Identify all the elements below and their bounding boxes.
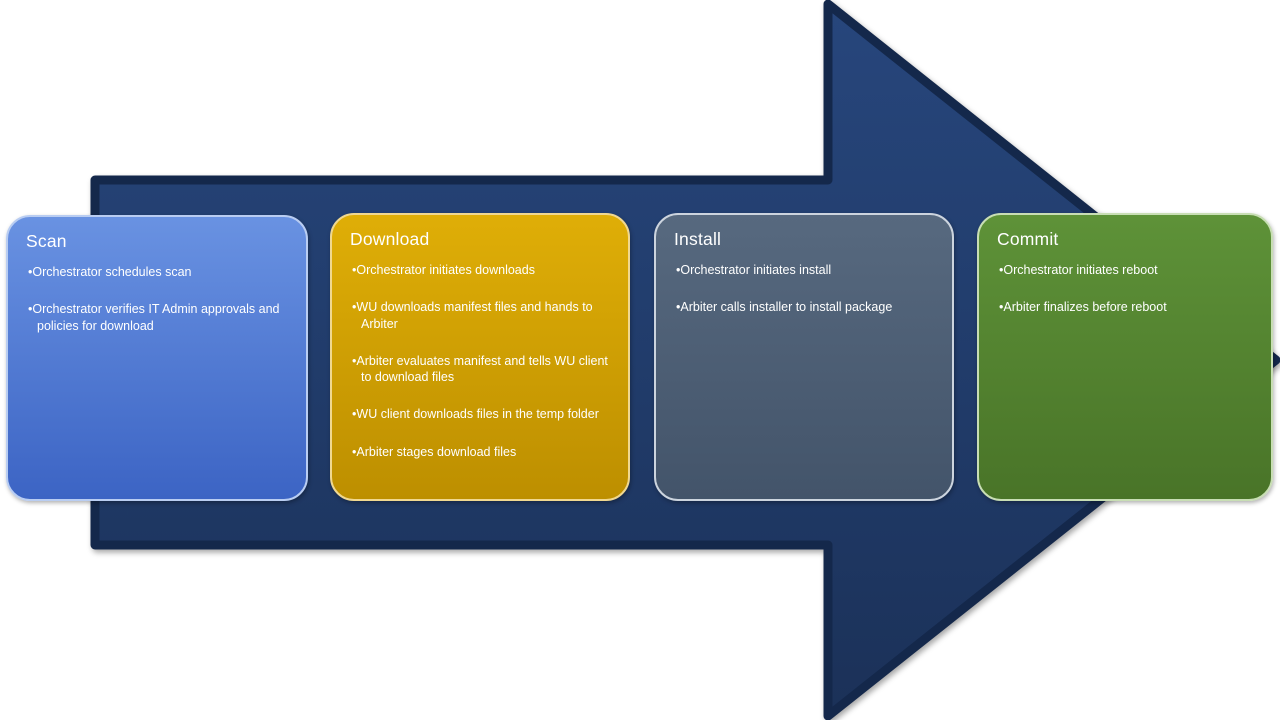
stage-title-install: Install	[674, 229, 722, 249]
bullet-item: WU client downloads files in the temp fo…	[352, 406, 613, 422]
stage-title-commit: Commit	[997, 229, 1059, 249]
bullet-item: Orchestrator initiates downloads	[352, 262, 613, 278]
bullet-item: Arbiter stages download files	[352, 444, 613, 460]
bullet-item: Orchestrator schedules scan	[28, 264, 291, 280]
stage-bullets-install: Orchestrator initiates installArbiter ca…	[672, 262, 937, 316]
stage-title-download: Download	[350, 229, 430, 249]
stage-bullets-download: Orchestrator initiates downloads WU downl…	[348, 262, 613, 460]
stage-scan: Scan Orchestrator schedules scanOrchestr…	[6, 215, 308, 501]
bullet-item: Orchestrator verifies IT Admin approvals…	[28, 301, 291, 334]
bullet-item: Arbiter evaluates manifest and tells WU …	[352, 353, 613, 386]
stage-commit: Commit Orchestrator initiates rebootArbi…	[977, 213, 1273, 501]
bullet-item: Arbiter finalizes before reboot	[999, 299, 1256, 315]
stage-bullets-commit: Orchestrator initiates rebootArbiter fin…	[995, 262, 1256, 316]
bullet-item: Orchestrator initiates install	[676, 262, 937, 278]
bullet-item: Orchestrator initiates reboot	[999, 262, 1256, 278]
stage-download: Download Orchestrator initiates download…	[330, 213, 630, 501]
bullet-item: Arbiter calls installer to install packa…	[676, 299, 937, 315]
stage-bullets-scan: Orchestrator schedules scanOrchestrator …	[24, 264, 291, 334]
bullet-item: WU downloads manifest files and hands to…	[352, 299, 613, 332]
stage-title-scan: Scan	[26, 231, 67, 251]
stage-install: Install Orchestrator initiates installAr…	[654, 213, 954, 501]
